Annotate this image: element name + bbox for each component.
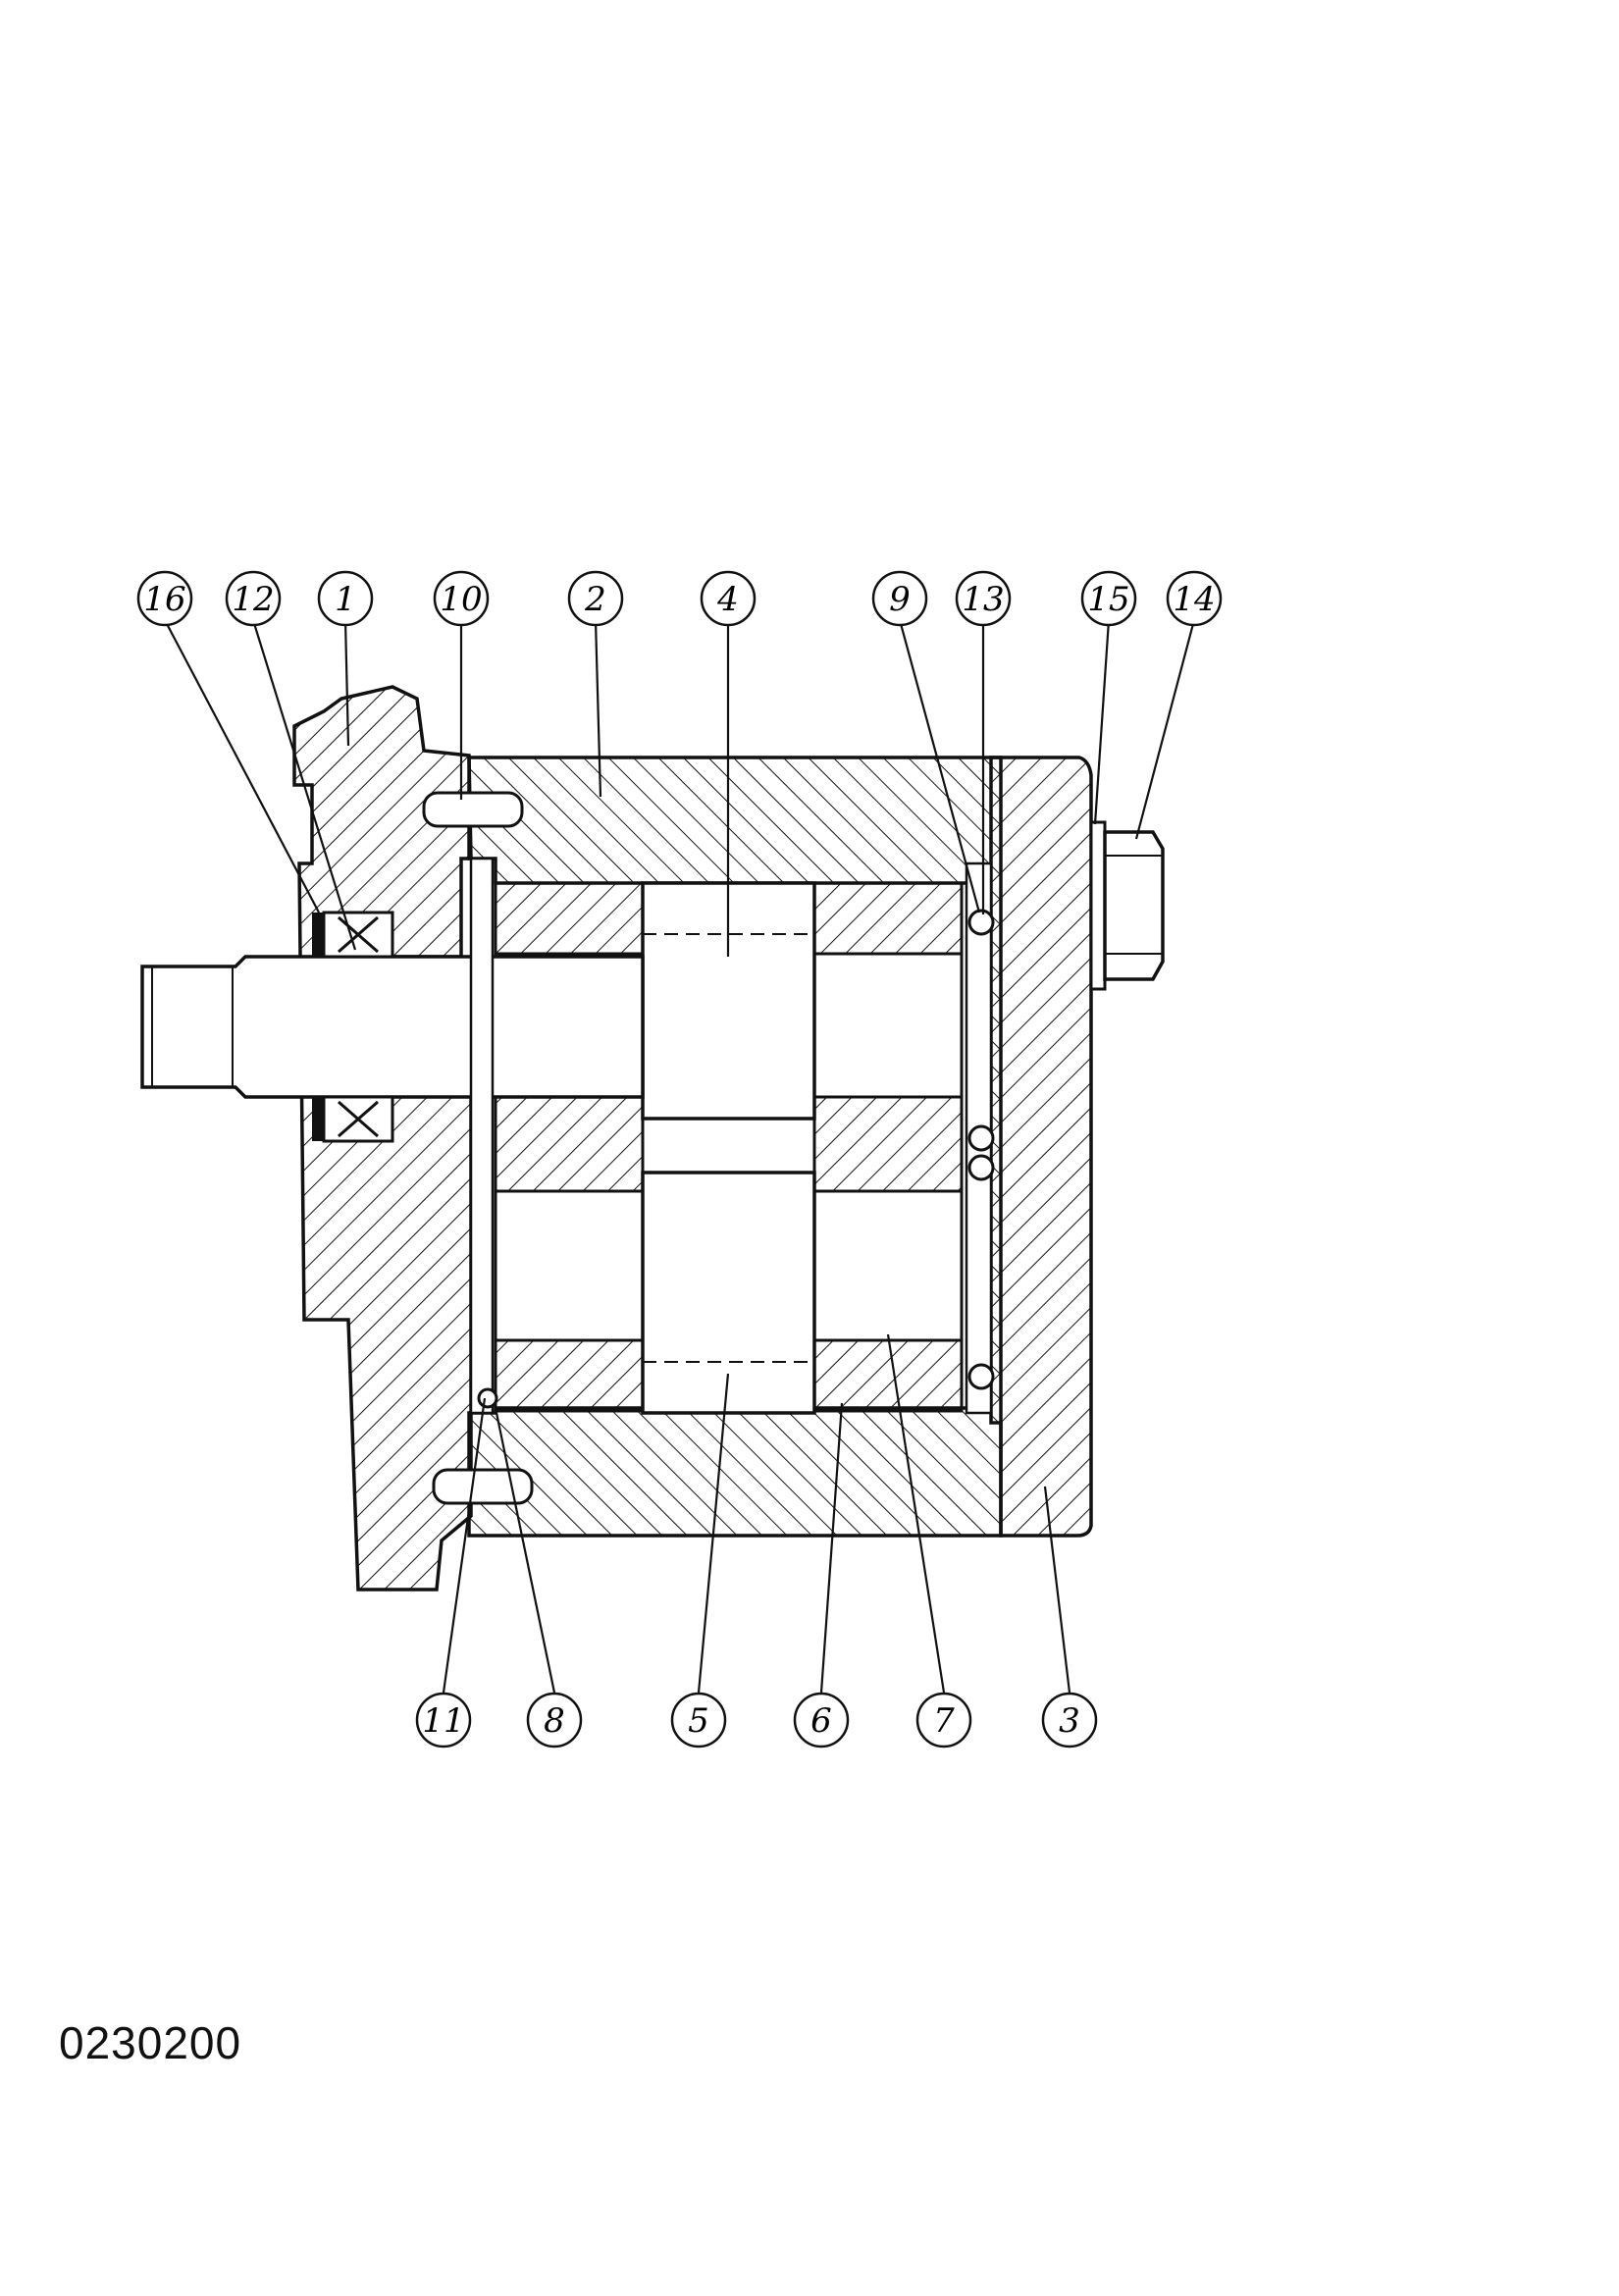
callout-label: 11 xyxy=(422,1701,464,1741)
bushing-mid-left xyxy=(494,1095,645,1193)
bushing-lower-left xyxy=(494,1338,645,1413)
rear-o-ring-3 xyxy=(967,1154,995,1181)
callout-1: 1 xyxy=(317,570,374,627)
callout-label: 15 xyxy=(1087,580,1129,619)
snap-ring-lower xyxy=(312,1097,324,1141)
callout-label: 2 xyxy=(584,580,606,619)
callout-label: 6 xyxy=(810,1701,832,1741)
callout-12: 12 xyxy=(225,570,282,627)
dowel-pin-upper xyxy=(422,791,524,828)
bushing-upper-right xyxy=(812,881,964,956)
callout-13: 13 xyxy=(955,570,1012,627)
callout-label: 14 xyxy=(1173,580,1215,619)
bushing-upper-left xyxy=(494,881,645,956)
bolt-head xyxy=(1103,830,1165,981)
shaft-seal xyxy=(322,911,394,1143)
callout-10: 10 xyxy=(433,570,490,627)
drive-shaft xyxy=(140,955,645,1099)
bushing-lower-right xyxy=(812,1338,964,1413)
callout-label: 3 xyxy=(1059,1701,1080,1741)
callout-label: 16 xyxy=(143,580,185,619)
callout-2: 2 xyxy=(567,570,624,627)
dowel-pin-lower xyxy=(432,1468,534,1505)
callout-label: 7 xyxy=(933,1701,955,1741)
callout-label: 4 xyxy=(716,580,739,619)
callout-8: 8 xyxy=(526,1692,583,1748)
rear-o-ring-2 xyxy=(967,1124,995,1152)
callout-16: 16 xyxy=(136,570,193,627)
callout-4: 4 xyxy=(700,570,757,627)
callout-label: 9 xyxy=(889,580,911,619)
callout-14: 14 xyxy=(1166,570,1223,627)
callout-label: 10 xyxy=(440,580,482,619)
callout-5: 5 xyxy=(670,1692,727,1748)
rear-o-ring-4 xyxy=(967,1363,995,1390)
rear-cover xyxy=(989,756,1093,1538)
leader-lines xyxy=(164,619,1196,1694)
callout-label: 1 xyxy=(335,580,356,619)
document-code: 0230200 xyxy=(59,2017,242,2068)
callout-9: 9 xyxy=(871,570,928,627)
callout-label: 12 xyxy=(232,580,274,619)
callout-label: 8 xyxy=(544,1701,565,1741)
rear-o-ring-1 xyxy=(967,909,995,936)
driven-gear xyxy=(641,1171,816,1415)
snap-ring xyxy=(312,913,324,957)
washer xyxy=(1089,820,1107,991)
callout-label: 13 xyxy=(962,580,1004,619)
front-o-ring xyxy=(477,1387,498,1409)
bushing-mid-right xyxy=(812,1095,964,1193)
callout-3: 3 xyxy=(1041,1692,1098,1748)
callout-11: 11 xyxy=(415,1692,472,1748)
callout-7: 7 xyxy=(915,1692,972,1748)
callout-label: 5 xyxy=(688,1701,709,1741)
front-gasket xyxy=(469,857,495,1415)
callout-15: 15 xyxy=(1080,570,1137,627)
callout-6: 6 xyxy=(793,1692,850,1748)
